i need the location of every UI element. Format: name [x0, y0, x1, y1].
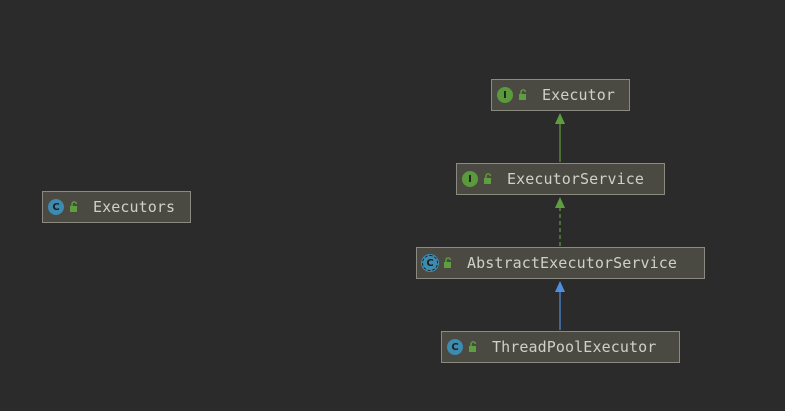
arrowhead-icon	[555, 197, 565, 208]
class-icon: C	[447, 339, 463, 355]
arrowhead-icon	[555, 281, 565, 292]
public-lock-icon	[483, 173, 494, 185]
class-icon: C	[48, 199, 64, 215]
node-thread-pool-executor[interactable]: C ThreadPoolExecutor	[441, 331, 680, 363]
node-label: ThreadPoolExecutor	[492, 338, 657, 356]
public-lock-icon	[518, 89, 529, 101]
interface-icon: I	[462, 171, 478, 187]
edge-threadpoolexecutor-extends-abstractexecutorservice	[555, 281, 565, 330]
public-lock-icon	[468, 341, 479, 353]
node-executor[interactable]: I Executor	[491, 79, 630, 111]
node-executor-service[interactable]: I ExecutorService	[456, 163, 665, 195]
abstract-class-icon: C	[421, 254, 439, 272]
public-lock-icon	[69, 201, 80, 213]
edge-executorservice-extends-executor	[555, 113, 565, 162]
arrowhead-icon	[555, 113, 565, 124]
node-label: AbstractExecutorService	[467, 254, 678, 272]
node-abstract-executor-service[interactable]: C AbstractExecutorService	[416, 247, 705, 279]
interface-icon: I	[497, 87, 513, 103]
public-lock-icon	[443, 257, 454, 269]
node-executors[interactable]: C Executors	[42, 191, 191, 223]
node-label: ExecutorService	[507, 170, 644, 188]
node-label: Executor	[542, 86, 616, 104]
edge-abstractexecutorservice-implements-executorservice	[555, 197, 565, 246]
node-label: Executors	[93, 198, 176, 216]
